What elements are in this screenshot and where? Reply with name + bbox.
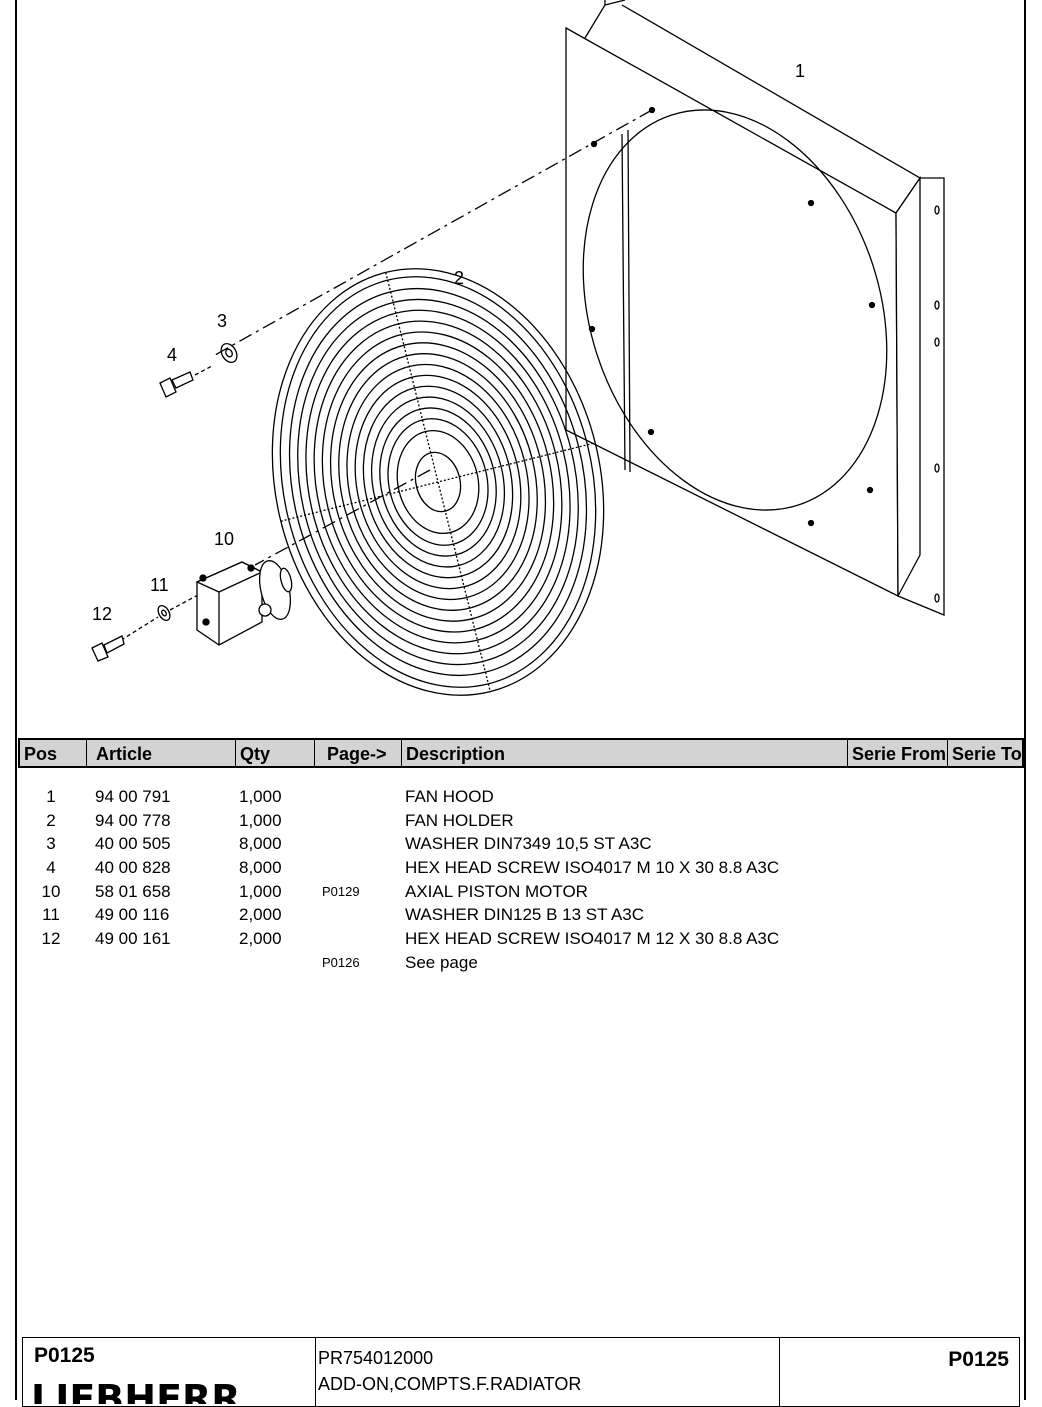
header-serie-from: Serie From — [848, 740, 948, 766]
cell-article: 49 00 161 — [95, 929, 171, 949]
cell-pos: 10 — [41, 881, 61, 901]
cell-description: FAN HOLDER — [405, 810, 514, 830]
cell-pos: 4 — [46, 858, 56, 878]
washer-part-3 — [220, 343, 238, 363]
cell-article: 40 00 828 — [95, 858, 171, 878]
cell-qty: 8,000 — [239, 834, 282, 854]
table-row: 11 49 00 116 2,000 WASHER DIN125 B 13 ST… — [18, 903, 1024, 927]
cell-qty: 8,000 — [239, 858, 282, 878]
cell-qty: 2,000 — [239, 905, 282, 925]
fan-holder-part — [271, 268, 605, 696]
callout-4: 4 — [167, 345, 178, 365]
cell-description: AXIAL PISTON MOTOR — [405, 881, 588, 901]
callout-12: 12 — [92, 604, 113, 624]
logo-text: LIEBHERR — [31, 1384, 241, 1404]
callout-3: 3 — [217, 311, 228, 331]
cell-pos: 2 — [46, 810, 56, 830]
cell-description: HEX HEAD SCREW ISO4017 M 10 X 30 8.8 A3C — [405, 858, 780, 878]
cell-qty: 1,000 — [239, 881, 282, 901]
parts-table-body: 1 94 00 791 1,000 FAN HOOD 2 94 00 778 1… — [18, 785, 1024, 975]
table-row: 4 40 00 828 8,000 HEX HEAD SCREW ISO4017… — [18, 856, 1024, 880]
table-row: 12 49 00 161 2,000 HEX HEAD SCREW ISO401… — [18, 927, 1024, 951]
cell-pos: 3 — [46, 834, 56, 854]
parts-table-header: Pos Article Qty Page-> Description Serie… — [18, 738, 1024, 768]
washer-part-11 — [157, 604, 171, 622]
header-pos: Pos — [20, 740, 87, 766]
title-block-right: P0125 — [779, 1338, 1019, 1406]
cell-article: 40 00 505 — [95, 834, 171, 854]
page-link-p0126[interactable]: P0126 — [322, 954, 360, 970]
cell-article: 94 00 791 — [95, 787, 171, 806]
callout-2: 2 — [454, 268, 465, 288]
exploded-parts-drawing — [91, 0, 945, 696]
screw-part-12 — [91, 635, 125, 662]
title-block-middle: PR754012000 ADD-ON,COMPTS.F.RADIATOR — [315, 1338, 780, 1406]
page-code-left: P0125 — [34, 1344, 95, 1367]
cell-pos: 1 — [46, 787, 56, 806]
title-block-left: P0125 LIEBHERR — [23, 1338, 316, 1406]
document-reference: PR754012000 — [318, 1348, 434, 1368]
callout-10: 10 — [214, 529, 235, 549]
page-code-right: P0125 — [948, 1348, 1009, 1371]
liebherr-logo: LIEBHERR — [31, 1384, 241, 1404]
table-row: 2 94 00 778 1,000 FAN HOLDER — [18, 809, 1024, 833]
title-block: P0125 LIEBHERR PR754012000 ADD-ON,COMPTS… — [22, 1337, 1020, 1407]
page-frame — [15, 0, 1026, 1400]
cell-description: WASHER DIN7349 10,5 ST A3C — [405, 834, 652, 854]
header-article: Article — [87, 740, 236, 766]
cell-description: See page — [405, 952, 478, 972]
screw-part-4 — [159, 371, 194, 398]
cell-description: HEX HEAD SCREW ISO4017 M 12 X 30 8.8 A3C — [405, 929, 780, 949]
cell-qty: 2,000 — [239, 929, 282, 949]
cell-qty: 1,000 — [239, 787, 282, 806]
table-row: P0126 See page — [18, 951, 1024, 975]
header-qty: Qty — [236, 740, 315, 766]
axial-piston-motor-part — [195, 560, 293, 646]
header-description: Description — [402, 740, 848, 766]
cell-article: 58 01 658 — [95, 881, 171, 901]
document-title: ADD-ON,COMPTS.F.RADIATOR — [318, 1374, 582, 1394]
cell-pos: 12 — [41, 929, 61, 949]
table-row: 10 58 01 658 1,000 P0129 AXIAL PISTON MO… — [18, 880, 1024, 904]
page-link-p0129[interactable]: P0129 — [322, 883, 360, 899]
cell-pos: 11 — [42, 905, 60, 925]
header-page: Page-> — [315, 740, 402, 766]
cell-article: 49 00 116 — [95, 905, 170, 925]
callout-1: 1 — [795, 61, 806, 81]
cell-qty: 1,000 — [239, 810, 282, 830]
table-row: 1 94 00 791 1,000 FAN HOOD — [18, 785, 1024, 809]
cell-article: 94 00 778 — [95, 810, 171, 830]
fan-hood-part — [565, 0, 945, 616]
cell-description: FAN HOOD — [405, 787, 494, 806]
cell-description: WASHER DIN125 B 13 ST A3C — [405, 905, 645, 925]
callout-11: 11 — [150, 575, 169, 595]
table-row: 3 40 00 505 8,000 WASHER DIN7349 10,5 ST… — [18, 832, 1024, 856]
header-serie-to: Serie To — [952, 744, 1022, 764]
